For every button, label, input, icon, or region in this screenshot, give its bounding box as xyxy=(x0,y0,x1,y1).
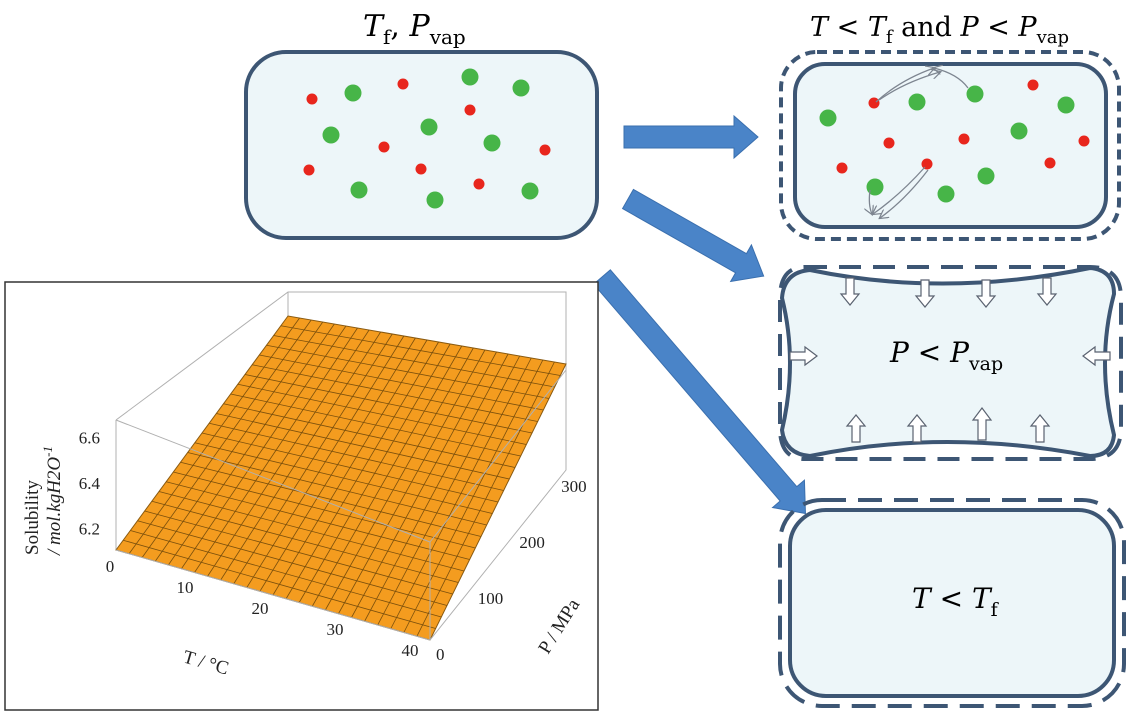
y-tick-label: 0 xyxy=(436,645,445,664)
green-particle xyxy=(966,85,984,103)
initial-state-label: Tf, Pvap xyxy=(363,9,466,49)
both-conditions-particles xyxy=(819,79,1090,203)
z-tick-label: 6.6 xyxy=(79,429,100,448)
x-tick-label: 10 xyxy=(177,578,194,597)
initial-particles xyxy=(303,68,551,209)
red-particle xyxy=(836,162,848,174)
surface-grid-line xyxy=(416,361,555,637)
x-tick-label: 0 xyxy=(106,557,115,576)
pressure-condition-box xyxy=(779,265,1117,459)
green-particle xyxy=(1057,96,1075,114)
motion-arrow xyxy=(880,169,929,218)
up-arrow xyxy=(906,414,928,443)
red-particle xyxy=(921,158,933,170)
up-arrow xyxy=(1029,414,1051,443)
compression-arrows xyxy=(789,277,1111,443)
pressure-outer-dashed xyxy=(778,265,1123,461)
temperature-outer-dashed xyxy=(778,498,1126,708)
green-particle xyxy=(322,126,340,144)
y-tick-label: 200 xyxy=(519,533,545,552)
green-particle xyxy=(866,178,884,196)
motion-arrow xyxy=(869,189,872,214)
surface-grid xyxy=(123,317,561,637)
x-tick-label: 20 xyxy=(252,599,269,618)
y-tick-label: 300 xyxy=(561,477,587,496)
z-tick-label: 6.2 xyxy=(79,519,100,538)
z-axis-label-line1: Solubility xyxy=(22,480,43,555)
green-particle xyxy=(512,79,530,97)
red-particle xyxy=(883,137,895,149)
pressure-condition-label: P < Pvap xyxy=(889,336,1003,375)
z-axis-label: Solubility / mol.kgH2O-1 xyxy=(22,446,65,556)
green-particle xyxy=(1010,122,1028,140)
surface-grid-line xyxy=(259,354,544,411)
red-particle xyxy=(958,133,970,145)
red-particle xyxy=(415,163,427,175)
green-particle xyxy=(420,118,438,136)
red-particle xyxy=(464,104,476,116)
both-conditions-box xyxy=(793,62,1108,229)
particle-motion-arrows xyxy=(869,68,969,218)
both-conditions-outer-dashed xyxy=(779,50,1121,241)
red-particle xyxy=(1027,79,1039,91)
green-particle xyxy=(426,191,444,209)
down-arrow xyxy=(914,279,936,308)
plot-box-front-edges xyxy=(115,369,567,641)
surface-grid-line xyxy=(273,335,555,388)
initial-state-box xyxy=(244,50,599,240)
red-particle xyxy=(1078,135,1090,147)
red-particle xyxy=(378,141,390,153)
temperature-condition-box xyxy=(788,508,1116,698)
green-particle xyxy=(977,167,995,185)
green-particle xyxy=(521,182,539,200)
red-particle xyxy=(1044,157,1056,169)
down-arrow xyxy=(839,277,861,306)
green-particle xyxy=(908,93,926,111)
surface-grid-line xyxy=(280,325,561,376)
green-particle xyxy=(483,134,501,152)
up-arrow xyxy=(971,407,993,441)
arrow-to-pressure-condition xyxy=(621,188,765,283)
red-particle xyxy=(868,97,880,109)
both-conditions-label: T < Tf and P < Pvap xyxy=(810,12,1069,48)
red-particle xyxy=(303,164,315,176)
down-arrow xyxy=(1036,277,1058,306)
green-particle xyxy=(461,68,479,86)
surface-grid-line xyxy=(390,357,532,629)
chart-ticks: 0 10 20 30 40 0 100 200 300 6.2 6.4 6.6 xyxy=(79,429,587,664)
surface-grid-line xyxy=(403,359,544,633)
x-tick-label: 40 xyxy=(402,641,419,660)
arrow-to-temperature-condition xyxy=(592,269,806,515)
z-axis-label-line2: / mol.kgH2O-1 xyxy=(40,446,65,556)
up-arrow xyxy=(845,414,867,443)
right-arrow xyxy=(789,345,818,367)
green-particle xyxy=(937,185,955,203)
red-particle xyxy=(539,144,551,156)
green-particle xyxy=(344,84,362,102)
surface-grid-line xyxy=(266,344,550,399)
green-particle xyxy=(350,181,368,199)
red-particle xyxy=(397,78,409,90)
arrow-to-both-conditions xyxy=(623,114,759,160)
red-particle xyxy=(306,93,318,105)
z-tick-label: 6.4 xyxy=(79,474,101,493)
temperature-condition-label: T < Tf xyxy=(912,582,1000,621)
down-arrow xyxy=(975,279,997,308)
y-tick-label: 100 xyxy=(478,589,504,608)
green-particle xyxy=(819,109,837,127)
motion-arrow xyxy=(934,68,969,89)
red-particle xyxy=(473,178,485,190)
x-tick-label: 30 xyxy=(327,620,344,639)
motion-arrow xyxy=(875,68,934,103)
left-arrow xyxy=(1082,345,1111,367)
motion-arrow xyxy=(873,166,926,214)
